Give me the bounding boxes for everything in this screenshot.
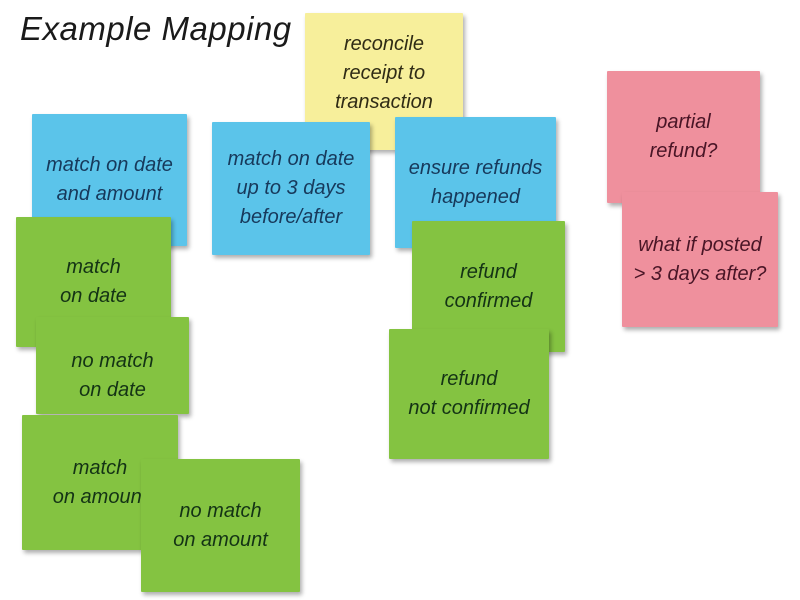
sticky-note-partial-refund: partial refund? <box>607 71 760 203</box>
sticky-note-text: match on date and amount <box>46 154 173 205</box>
sticky-note-no-match-on-amount: no match on amount <box>141 459 300 592</box>
page-title: Example Mapping <box>20 10 292 47</box>
sticky-note-posted-3-days-after: what if posted > 3 days after? <box>622 192 778 327</box>
sticky-note-text: ensure refunds happened <box>408 156 543 208</box>
sticky-note-refund-not-confirmed: refund not confirmed <box>389 329 549 459</box>
sticky-note-text: match on amount <box>52 456 148 508</box>
sticky-note-text: partial refund? <box>649 111 718 162</box>
sticky-note-text: match on date up to 3 days before/after <box>227 148 355 228</box>
sticky-note-no-match-on-date: no match on date <box>36 317 189 414</box>
sticky-note-text: no match on date <box>71 349 154 401</box>
sticky-note-match-date-3days: match on date up to 3 days before/after <box>212 122 370 255</box>
sticky-note-text: what if posted > 3 days after? <box>633 233 767 285</box>
sticky-note-text: refund not confirmed <box>408 368 530 419</box>
sticky-note-text: reconcile receipt to transaction <box>335 33 433 113</box>
sticky-note-text: refund confirmed <box>444 260 533 312</box>
sticky-note-text: match on date <box>60 256 127 307</box>
sticky-note-text: no match on amount <box>173 499 268 551</box>
